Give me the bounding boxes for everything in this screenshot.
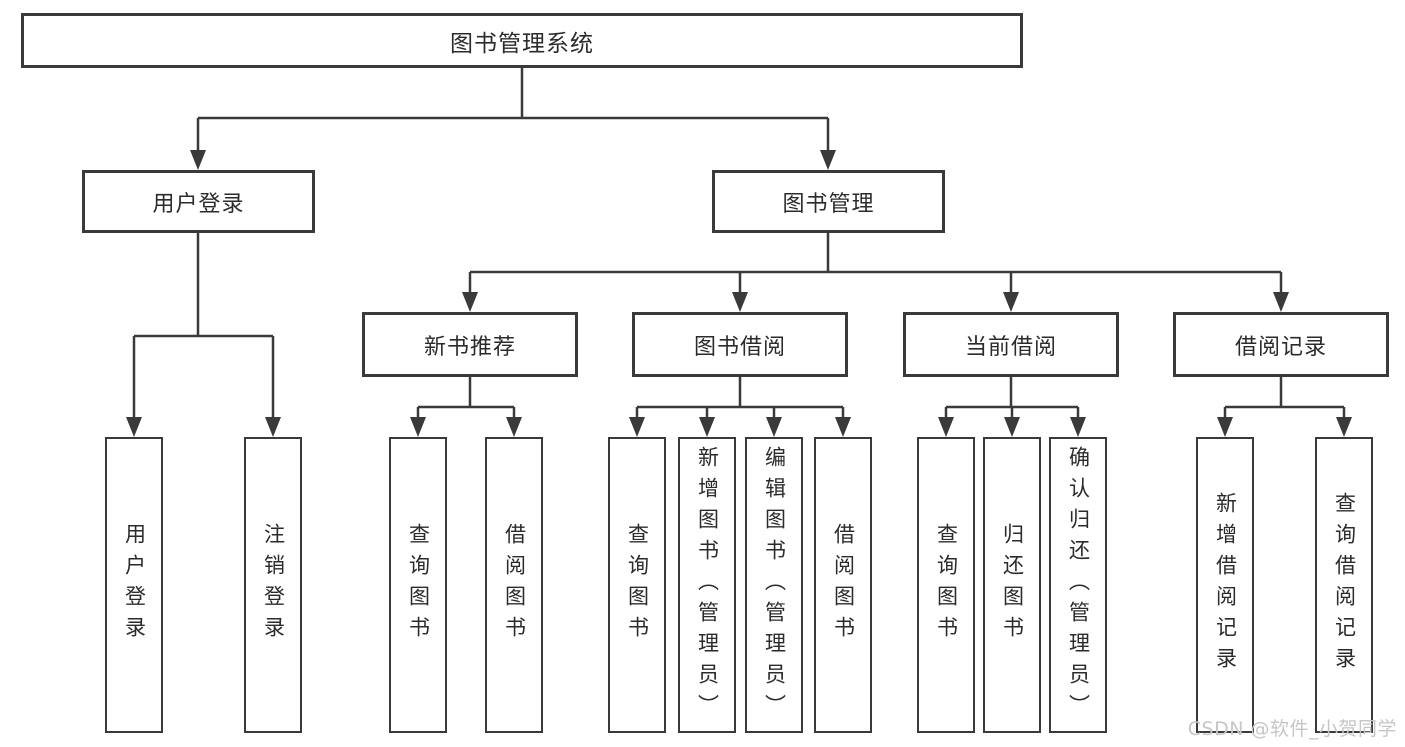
- leaf-edit-book-admin: 编辑图书（管理员）: [745, 437, 803, 733]
- leaf-query-book-current: 查询图书: [917, 437, 975, 733]
- leaf-logout-login: 注销登录: [244, 437, 302, 733]
- node-user-login: 用户登录: [82, 170, 315, 233]
- leaf-user-login: 用户登录: [105, 437, 163, 733]
- node-root-system: 图书管理系统: [21, 13, 1023, 68]
- leaf-borrow-book: 借阅图书: [814, 437, 872, 733]
- leaf-add-book-admin: 新增图书（管理员）: [678, 437, 736, 733]
- leaf-query-borrow-record: 查询借阅记录: [1315, 437, 1373, 733]
- arrowhead-icons: [126, 150, 1352, 437]
- node-borrow-record: 借阅记录: [1173, 312, 1389, 377]
- node-new-book-recommend: 新书推荐: [362, 312, 578, 377]
- node-book-borrow: 图书借阅: [632, 312, 848, 377]
- node-book-management: 图书管理: [712, 170, 945, 233]
- leaf-query-book-borrow: 查询图书: [608, 437, 666, 733]
- leaf-add-borrow-record: 新增借阅记录: [1196, 437, 1254, 733]
- leaf-query-book-recommend: 查询图书: [389, 437, 447, 733]
- node-current-borrow: 当前借阅: [903, 312, 1119, 377]
- leaf-return-book: 归还图书: [983, 437, 1041, 733]
- leaf-confirm-return-admin: 确认归还（管理员）: [1049, 437, 1107, 733]
- leaf-borrow-book-recommend: 借阅图书: [485, 437, 543, 733]
- csdn-watermark: CSDN @软件_小贺同学: [1187, 718, 1397, 740]
